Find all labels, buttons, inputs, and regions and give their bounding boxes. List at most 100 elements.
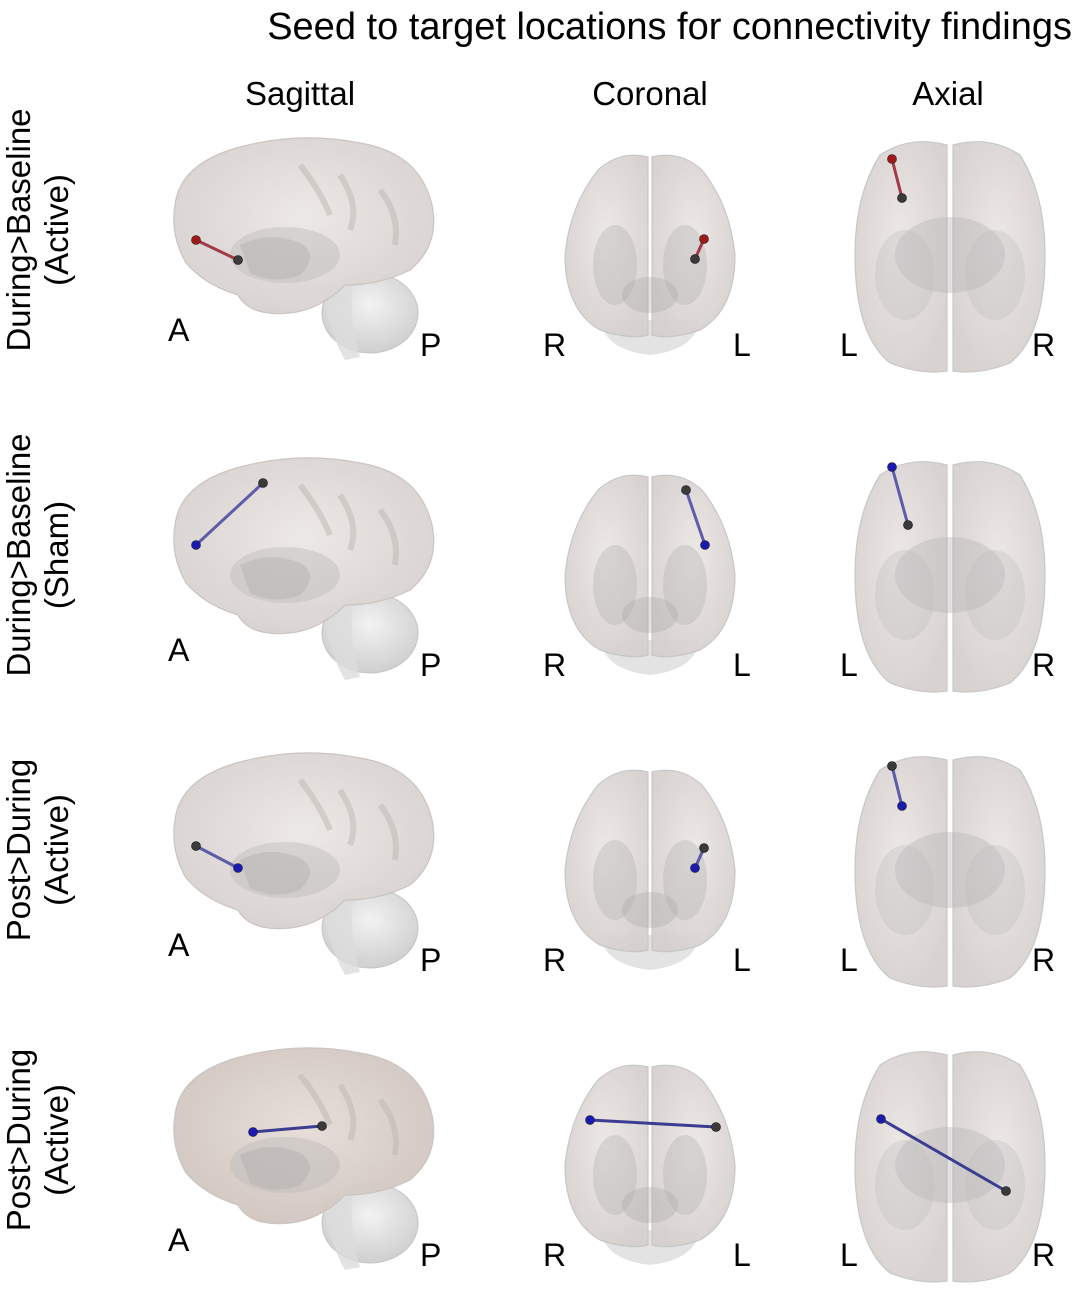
connection-line-sagittal bbox=[194, 844, 240, 870]
column-header-sagittal: Sagittal bbox=[244, 75, 356, 112]
right-hemisphere-shape bbox=[564, 154, 649, 338]
orientation-label-coronal-right: L bbox=[733, 647, 751, 683]
connection-line-sagittal bbox=[194, 238, 240, 262]
left-hemisphere-shape bbox=[854, 1051, 948, 1283]
left-hemisphere-shape bbox=[651, 154, 736, 338]
right-hemisphere-shape bbox=[952, 141, 1046, 373]
connection-line-axial bbox=[890, 764, 904, 808]
temporal-right bbox=[965, 845, 1025, 935]
seed-node-axial bbox=[887, 761, 897, 771]
seed-node-sagittal bbox=[258, 478, 268, 488]
seed-node-axial bbox=[903, 520, 913, 530]
temporal-right bbox=[965, 550, 1025, 640]
temporal-right bbox=[965, 230, 1025, 320]
column-header-axial: Axial bbox=[912, 75, 984, 112]
inner-structure-left bbox=[663, 545, 707, 625]
sulci-lines bbox=[297, 163, 399, 246]
sulci-lines bbox=[297, 778, 399, 861]
right-hemisphere-shape bbox=[564, 474, 649, 658]
right-hemisphere-shape bbox=[952, 756, 1046, 988]
target-node-sagittal bbox=[248, 1127, 258, 1137]
orientation-label-coronal-left: R bbox=[543, 327, 567, 363]
inner-structure-right bbox=[593, 840, 637, 920]
inner-structure-left bbox=[663, 840, 707, 920]
orientation-label-coronal-right: L bbox=[733, 1237, 751, 1273]
brain-row-2 bbox=[173, 457, 1046, 693]
target-node-axial bbox=[897, 801, 907, 811]
connection-line-axial bbox=[890, 157, 904, 200]
seed-node-coronal bbox=[681, 485, 691, 495]
temporal-left bbox=[875, 550, 935, 640]
orientation-label-coronal-left: R bbox=[543, 1237, 567, 1273]
temporal-left bbox=[875, 230, 935, 320]
inner-structure-left bbox=[663, 1135, 707, 1215]
orientation-label-axial-right: R bbox=[1032, 647, 1056, 683]
insula-shape bbox=[230, 842, 340, 898]
connection-line-coronal bbox=[588, 1118, 718, 1129]
temporal-left bbox=[875, 1140, 935, 1230]
right-hemisphere-shape bbox=[564, 1064, 649, 1248]
orientation-label-sagittal-right: P bbox=[420, 327, 442, 363]
temporal-structure bbox=[240, 556, 310, 600]
orientation-label-sagittal-left: A bbox=[168, 1222, 190, 1258]
brainstem-shape bbox=[320, 900, 360, 975]
target-node-sagittal bbox=[233, 863, 243, 873]
midbrain-structure bbox=[895, 1127, 1005, 1203]
inner-structure-left bbox=[663, 225, 707, 305]
brain-row-4 bbox=[173, 1047, 1046, 1283]
seed-node-sagittal bbox=[191, 841, 201, 851]
temporal-structure bbox=[240, 236, 310, 280]
temporal-left bbox=[875, 845, 935, 935]
temporal-structure bbox=[240, 851, 310, 895]
target-node-coronal bbox=[585, 1115, 595, 1125]
seed-node-axial bbox=[1001, 1186, 1011, 1196]
brainstem-shape bbox=[320, 285, 360, 360]
midbrain-structure bbox=[895, 537, 1005, 613]
cortex-shape bbox=[173, 1047, 435, 1225]
brainstem-shape bbox=[320, 1195, 360, 1270]
insula-shape bbox=[230, 227, 340, 283]
target-node-coronal bbox=[690, 863, 700, 873]
orientation-label-sagittal-left: A bbox=[168, 632, 190, 668]
inner-structure-right bbox=[593, 1135, 637, 1215]
sulci-lines bbox=[297, 1073, 399, 1156]
orientation-label-coronal-left: R bbox=[543, 942, 567, 978]
inner-structure-right bbox=[593, 545, 637, 625]
orientation-label-sagittal-left: A bbox=[168, 312, 190, 348]
cortex-shape bbox=[173, 457, 435, 635]
connection-line-sagittal bbox=[194, 481, 265, 547]
midbrain-structure bbox=[895, 217, 1005, 293]
seed-node-axial bbox=[897, 193, 907, 203]
insula-shape bbox=[230, 547, 340, 603]
right-hemisphere-shape bbox=[564, 769, 649, 953]
target-node-coronal bbox=[700, 540, 710, 550]
seed-node-coronal bbox=[711, 1122, 721, 1132]
orientation-label-axial-left: L bbox=[840, 1237, 858, 1273]
seed-node-sagittal bbox=[317, 1121, 327, 1131]
deep-structure bbox=[622, 597, 678, 633]
right-hemisphere-shape bbox=[952, 1051, 1046, 1283]
orientation-label-sagittal-left: A bbox=[168, 927, 190, 963]
cortex-shape bbox=[173, 137, 435, 315]
target-node-coronal bbox=[699, 234, 709, 244]
connection-line-axial bbox=[890, 465, 910, 527]
left-hemisphere-shape bbox=[854, 141, 948, 373]
right-hemisphere-shape bbox=[952, 461, 1046, 693]
connection-line-axial bbox=[879, 1117, 1008, 1193]
seed-node-coronal bbox=[699, 843, 709, 853]
orientation-label-sagittal-right: P bbox=[420, 942, 442, 978]
brain-row-1 bbox=[173, 137, 1046, 373]
target-node-sagittal bbox=[191, 540, 201, 550]
column-header-coronal: Coronal bbox=[592, 75, 708, 112]
orientation-label-axial-left: L bbox=[840, 327, 858, 363]
sulci-lines bbox=[297, 483, 399, 566]
brain-row-3 bbox=[173, 752, 1046, 988]
target-node-sagittal bbox=[191, 235, 201, 245]
midbrain-structure bbox=[895, 832, 1005, 908]
connection-line-coronal bbox=[684, 488, 707, 547]
target-node-axial bbox=[887, 462, 897, 472]
figure-title: Seed to target locations for connectivit… bbox=[267, 6, 1072, 48]
orientation-label-sagittal-right: P bbox=[420, 1237, 442, 1273]
orientation-label-sagittal-right: P bbox=[420, 647, 442, 683]
seed-node-sagittal bbox=[233, 255, 243, 265]
